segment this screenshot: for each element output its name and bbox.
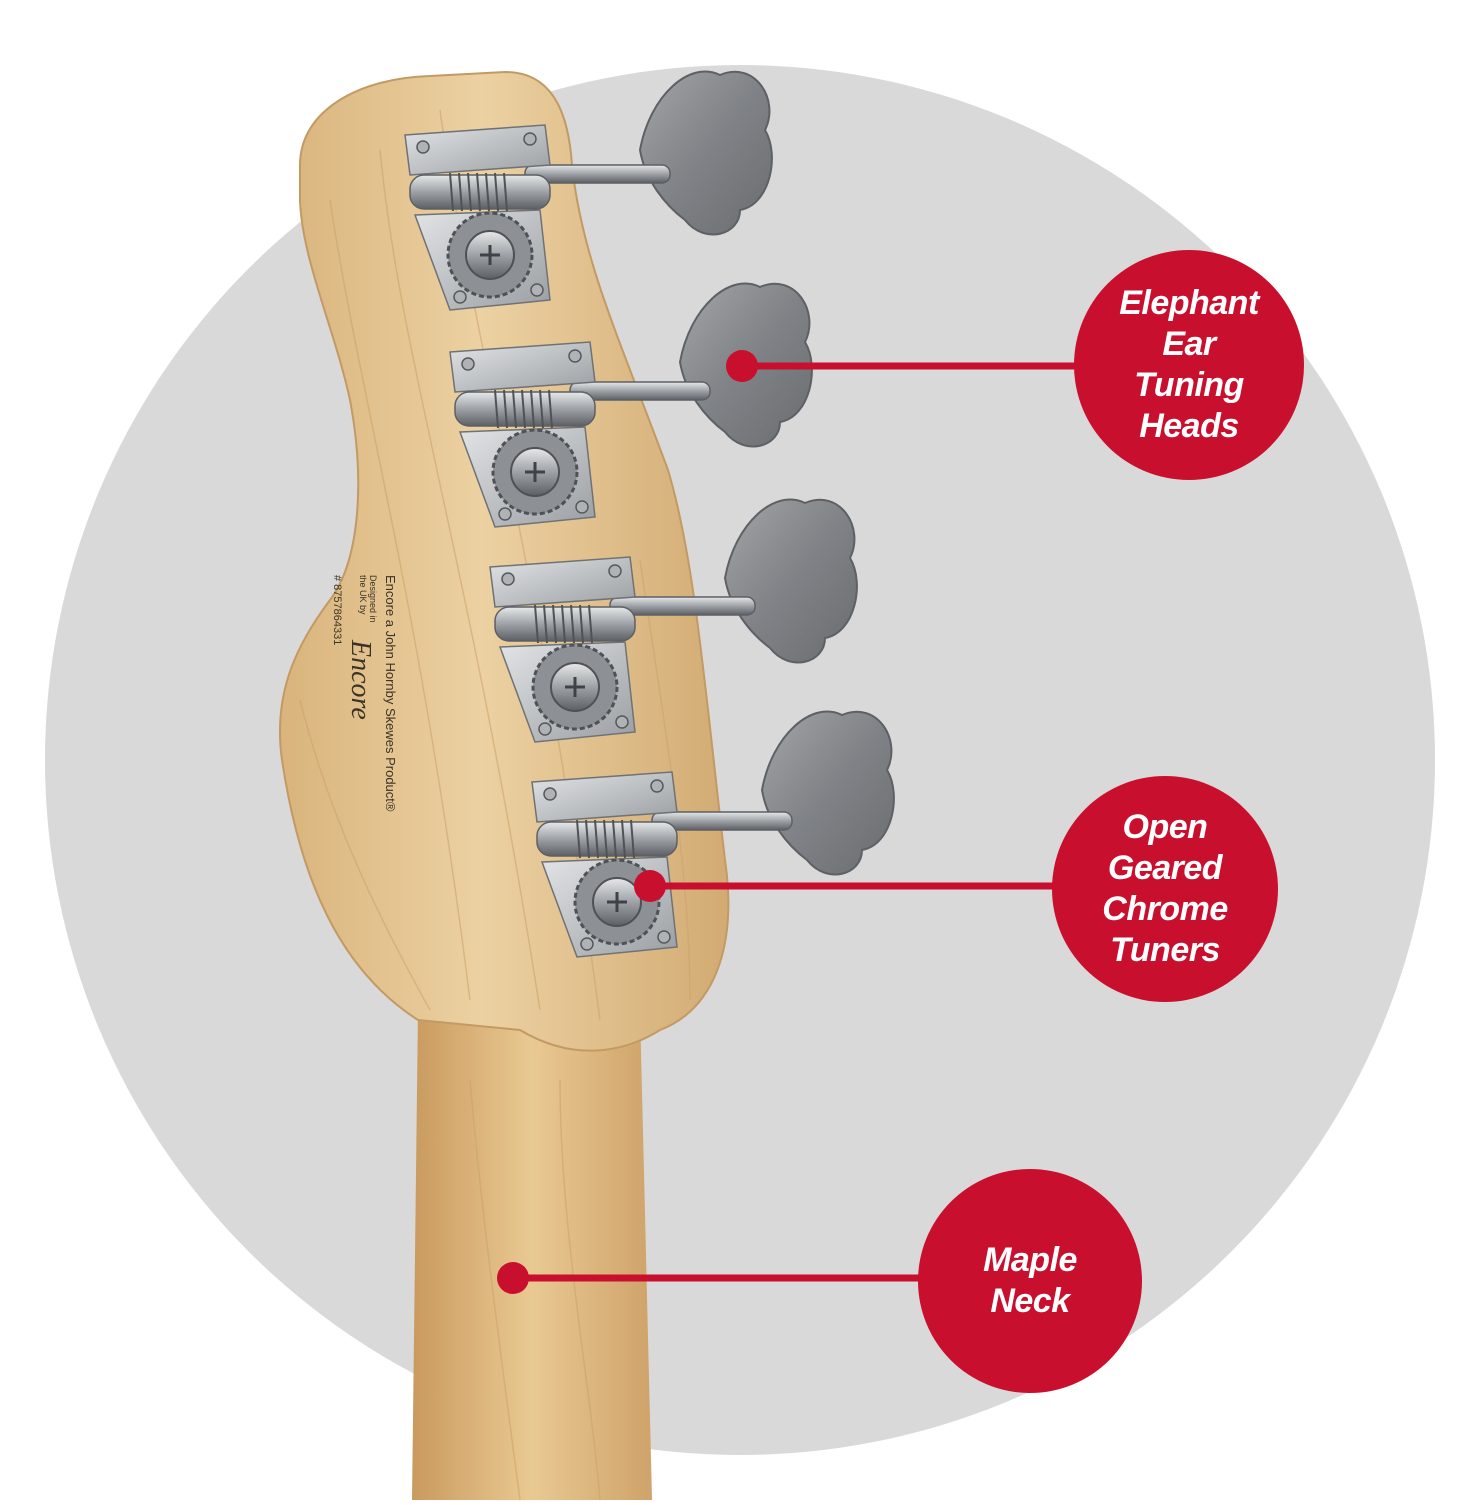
tuner-mount-screw: [501, 572, 515, 586]
tuner-mount-screw: [580, 937, 594, 951]
tuner-worm-thread: [534, 604, 539, 644]
callout-label-line: Geared: [1107, 849, 1223, 887]
maple-neck: [412, 1010, 652, 1500]
tuner-screw-slot: [525, 462, 545, 482]
tuner-mount-screw: [615, 715, 629, 729]
tuner-worm-thread: [570, 604, 575, 644]
callout-open-geared-chrome-tuners: Open Geared Chrome Tuners: [1052, 776, 1278, 1002]
callout-elephant-ear-tuning-heads: Elephant Ear Tuning Heads: [1074, 250, 1304, 480]
tuner-plate: [404, 124, 551, 176]
callout-leaders: [497, 350, 1080, 1294]
tuner-screw-slot: [565, 677, 585, 697]
tuner-plate: [449, 341, 596, 393]
tuner-mount-screw: [523, 132, 537, 146]
tuner-worm-thread: [494, 172, 499, 212]
callout-maple-neck: Maple Neck: [918, 1169, 1142, 1393]
tuner-mount-screw: [538, 722, 552, 736]
callout-label-line: Chrome: [1102, 890, 1228, 928]
tuner-worm-thread: [576, 819, 581, 859]
tuner-worm-thread: [588, 604, 593, 644]
callout-label: Maple Neck: [983, 1240, 1077, 1322]
callout-label: Elephant Ear Tuning Heads: [1119, 283, 1259, 447]
tuner-worm-thread: [552, 604, 557, 644]
tuner-shaft: [609, 596, 756, 616]
leader-dot-maple-neck: [497, 1262, 529, 1294]
leader-dot-tuners: [634, 870, 666, 902]
tuner-mount-screw: [453, 290, 467, 304]
tuner-worm-thread: [530, 389, 535, 429]
tuner-mount-screw: [498, 507, 512, 521]
tuner-shaft: [651, 811, 793, 831]
decal-product-line: Encore a John Hornby Skewes Product®: [383, 575, 398, 812]
tuner-mount-screw: [568, 349, 582, 363]
elephant-ear-key: [638, 70, 773, 236]
tuner-worm-thread: [612, 819, 617, 859]
decal-serial: # 8757864331: [331, 575, 343, 645]
tuner-mount-screw: [416, 140, 430, 154]
tuner-worm-thread: [449, 172, 454, 212]
callout-label-line: Tuning: [1134, 366, 1244, 404]
tuner-worm-thread: [594, 819, 599, 859]
leader-dot-tuning-heads: [726, 350, 758, 382]
tuner-1: [404, 70, 773, 311]
tuner-shaft: [569, 381, 711, 401]
callout-label: Open Geared Chrome Tuners: [1102, 807, 1228, 971]
tuner-plate: [531, 771, 678, 823]
tuner-worm-thread: [485, 172, 490, 212]
tuner-worm-thread: [548, 389, 553, 429]
tuner-shaft: [524, 164, 671, 184]
tuner-worm-thread: [603, 819, 608, 859]
decal-brand-logo: Encore: [345, 639, 376, 720]
tuner-screw-slot: [607, 892, 627, 912]
tuner-worm-thread: [503, 389, 508, 429]
tuner-mount-screw: [461, 357, 475, 371]
callout-label-line: Maple: [983, 1241, 1077, 1279]
tuner-worm-thread: [561, 604, 566, 644]
elephant-ear-key: [723, 498, 858, 664]
elephant-ear-key: [760, 710, 895, 876]
tuner-mount-screw: [657, 930, 671, 944]
tuner-screw-slot: [480, 245, 500, 265]
tuner-3: [489, 498, 858, 743]
tuner-mount-screw: [530, 283, 544, 297]
callout-label-line: Tuners: [1110, 931, 1220, 969]
tuner-worm-thread: [630, 819, 635, 859]
tuner-mount-screw: [575, 500, 589, 514]
decal-designed-in: Designed in: [368, 575, 378, 623]
tuner-worm-thread: [579, 604, 584, 644]
tuner-worm-thread: [458, 172, 463, 212]
tuner-worm-thread: [539, 389, 544, 429]
tuner-worm-thread: [512, 389, 517, 429]
decal-uk-by: the UK by: [358, 575, 368, 615]
tuner-worm-thread: [585, 819, 590, 859]
tuner-worm-thread: [543, 604, 548, 644]
tuner-plate: [489, 556, 636, 608]
headstock-decal: Encore a John Hornby Skewes Product® Des…: [331, 575, 398, 812]
tuner-worm-thread: [476, 172, 481, 212]
callout-label-line: Heads: [1139, 407, 1239, 445]
tuner-worm-thread: [503, 172, 508, 212]
callout-label-line: Neck: [990, 1282, 1070, 1320]
tuner-worm-thread: [494, 389, 499, 429]
tuner-worm-thread: [467, 172, 472, 212]
callout-label-line: Elephant: [1119, 284, 1259, 322]
tuner-mount-screw: [650, 779, 664, 793]
tuner-mount-screw: [608, 564, 622, 578]
tuner-mount-screw: [543, 787, 557, 801]
tuner-worm-thread: [521, 389, 526, 429]
callout-label-line: Open: [1122, 808, 1208, 846]
tuner-worm-thread: [621, 819, 626, 859]
callout-label-line: Ear: [1162, 325, 1216, 363]
